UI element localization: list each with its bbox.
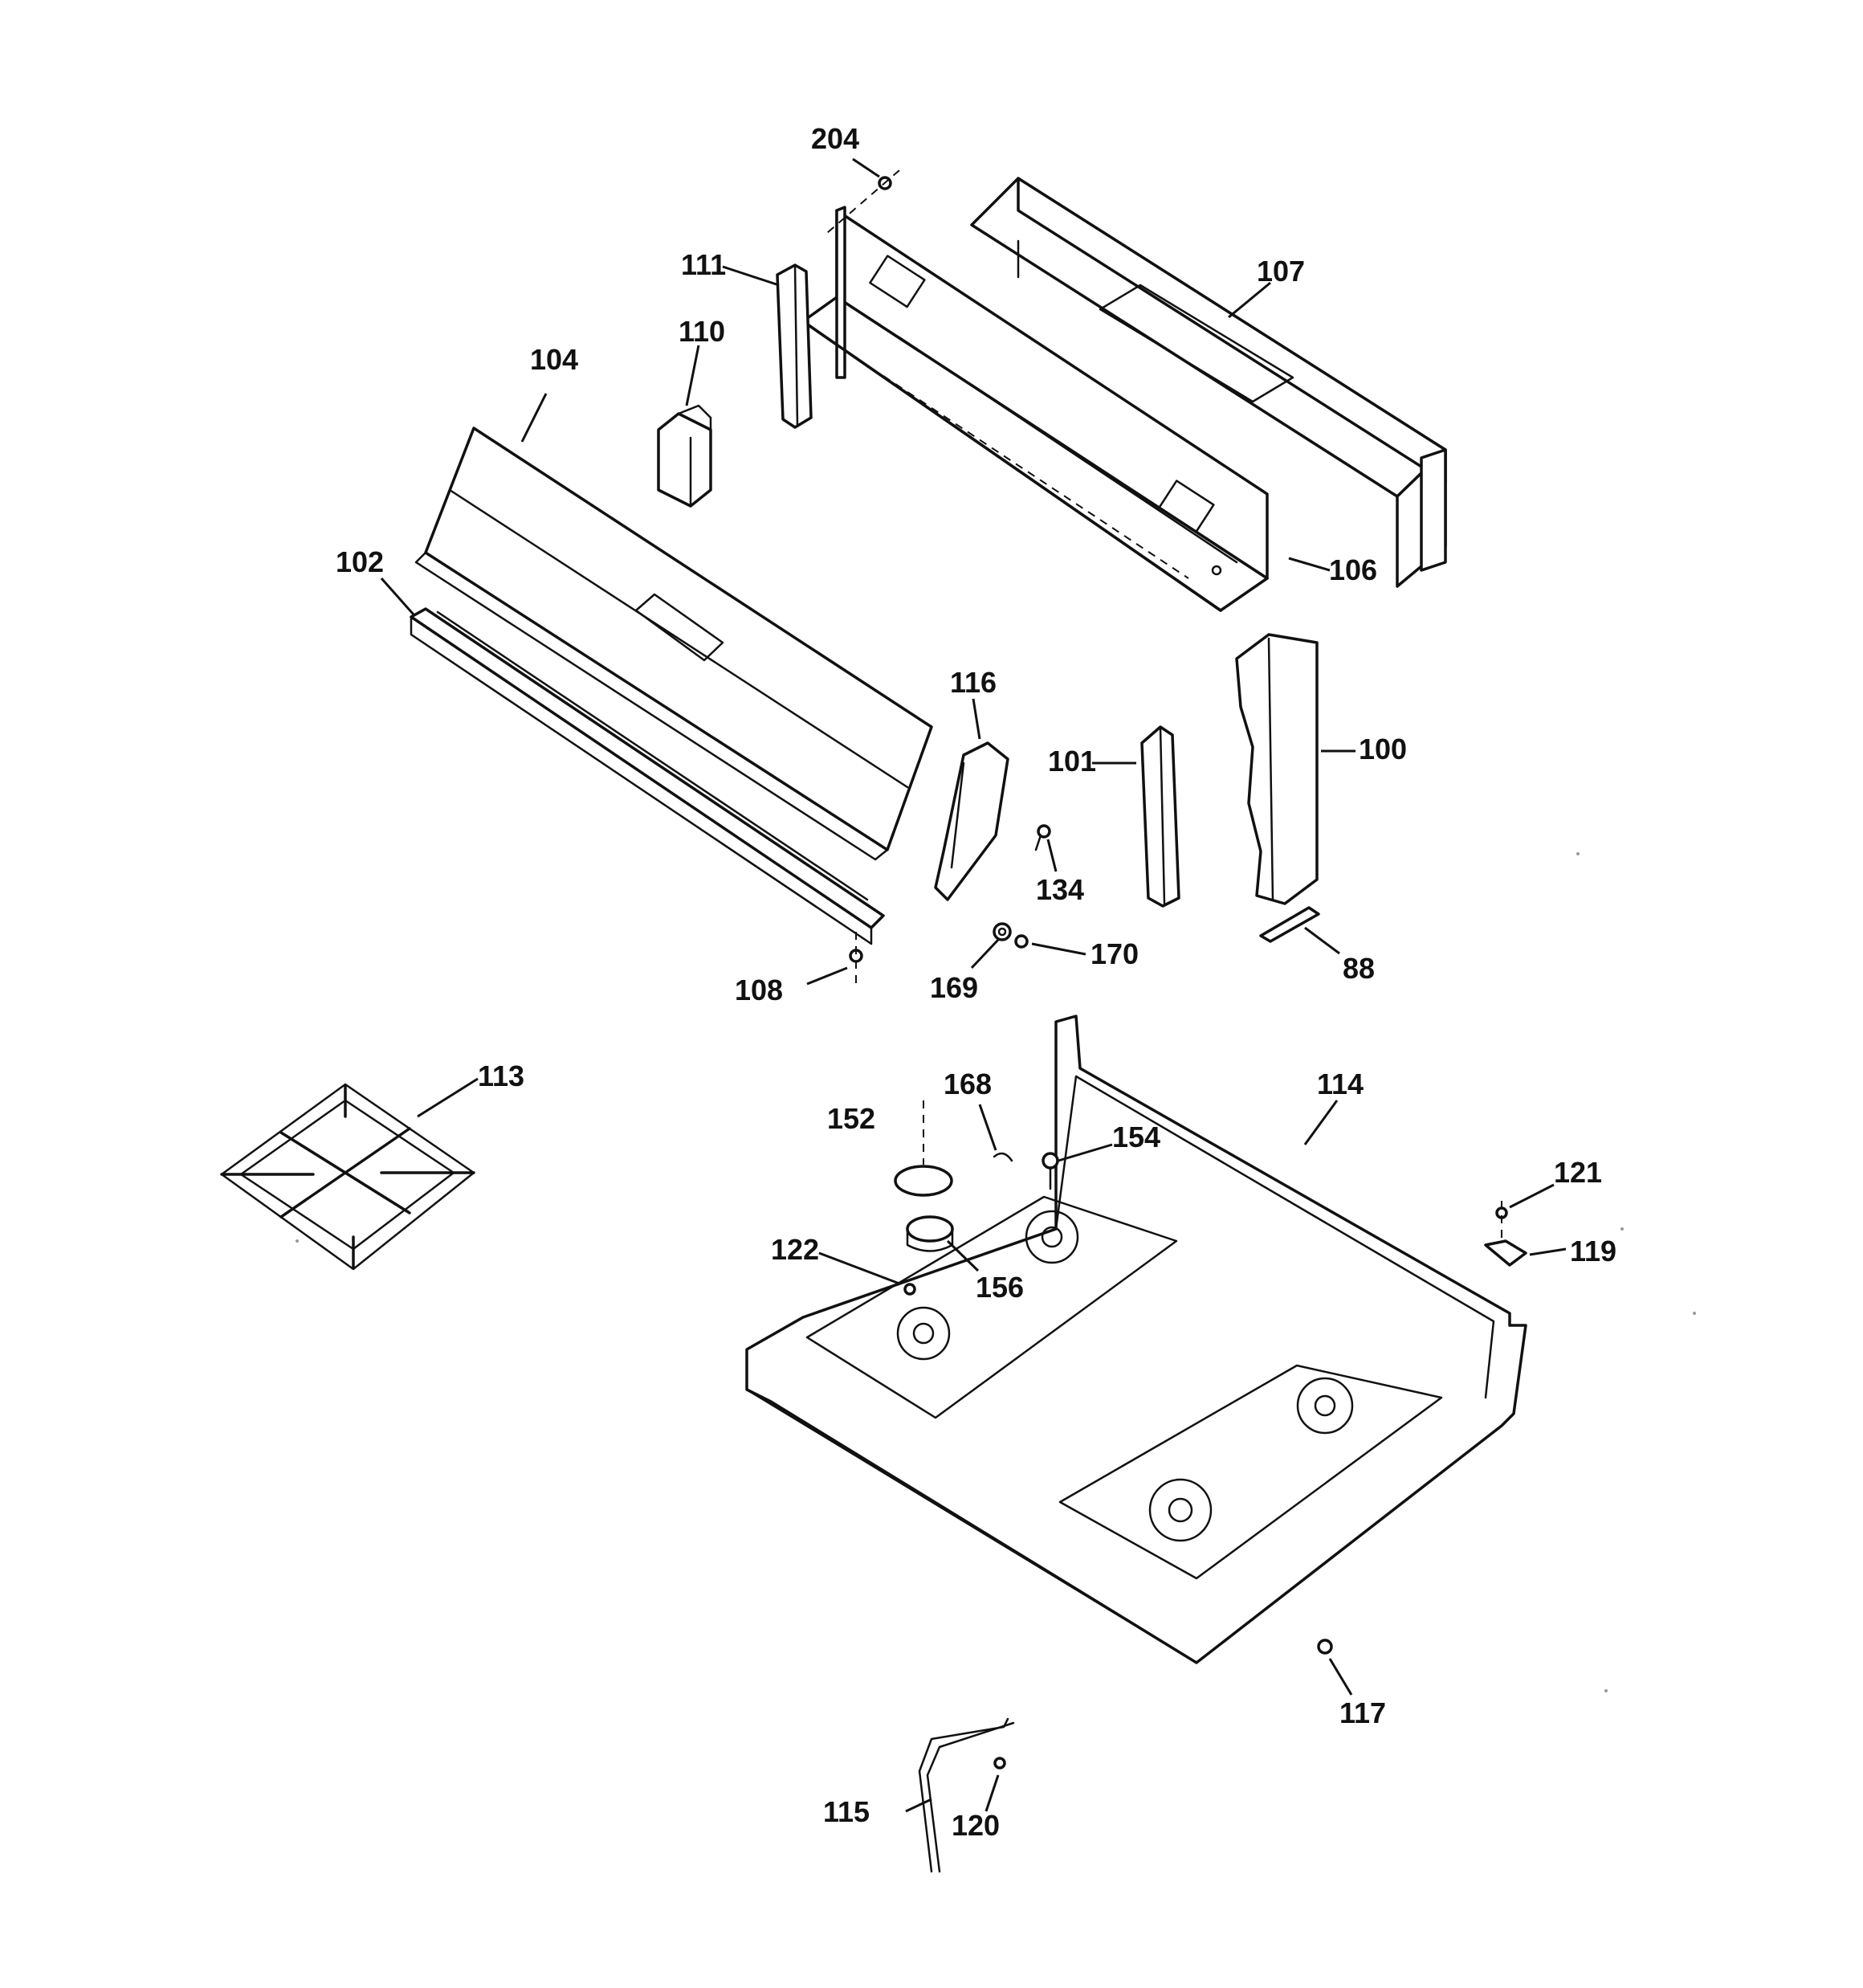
- callout-120: 120: [952, 1809, 1000, 1842]
- callout-116: 116: [950, 666, 997, 699]
- callout-119: 119: [1570, 1235, 1616, 1268]
- part-107-backguard-cover: [970, 177, 1447, 588]
- screw-170: [1014, 934, 1029, 949]
- part-113-burner-grate: [220, 1083, 475, 1271]
- part-104-control-panel: [414, 427, 933, 861]
- callout-labels: 204 107 111 110 104 102 106 116 101 100 …: [336, 122, 1616, 1842]
- callout-170: 170: [1090, 937, 1139, 970]
- callout-113: 113: [478, 1059, 524, 1092]
- part-168-clip: [993, 1152, 1013, 1162]
- part-100-side-panel: [1235, 633, 1319, 905]
- part-102-trim-strip: [410, 607, 885, 945]
- callout-152: 152: [827, 1102, 875, 1135]
- callout-106: 106: [1329, 553, 1377, 586]
- screw-204: [826, 169, 900, 234]
- callout-114: 114: [1317, 1067, 1364, 1100]
- nut-117: [1317, 1639, 1333, 1655]
- callout-169: 169: [930, 971, 978, 1004]
- callout-134: 134: [1036, 873, 1084, 906]
- screw-122: [903, 1283, 916, 1296]
- part-154-orifice: [1042, 1152, 1059, 1190]
- callout-108: 108: [735, 974, 783, 1006]
- part-115-rod: [918, 1717, 1015, 1873]
- washer-169: [993, 922, 1012, 941]
- callout-110: 110: [679, 315, 725, 348]
- leader-lines: [380, 157, 1567, 1813]
- callout-102: 102: [336, 545, 384, 578]
- part-106-backsplash-housing: [801, 206, 1269, 612]
- callout-107: 107: [1257, 255, 1305, 288]
- callout-115: 115: [823, 1795, 870, 1828]
- callout-117: 117: [1339, 1696, 1386, 1729]
- callout-168: 168: [944, 1067, 992, 1100]
- part-111-bracket: [776, 263, 813, 429]
- part-110-switch-module: [657, 404, 712, 508]
- screw-108: [849, 932, 863, 986]
- part-156-burner-head: [906, 1215, 954, 1252]
- screw-121: [1495, 1201, 1508, 1241]
- screw-120: [993, 1757, 1006, 1770]
- callout-111: 111: [681, 248, 726, 281]
- callout-121: 121: [1554, 1156, 1602, 1189]
- part-101-bracket: [1140, 725, 1180, 908]
- callout-204: 204: [811, 122, 859, 155]
- scan-specks: [296, 852, 1696, 1692]
- callout-88: 88: [1343, 952, 1375, 985]
- part-152-burner-cap: [894, 1100, 953, 1197]
- callout-154: 154: [1112, 1121, 1160, 1153]
- callout-101: 101: [1048, 745, 1096, 778]
- part-119-hinge-bracket: [1484, 1239, 1527, 1267]
- callout-104: 104: [530, 343, 578, 376]
- part-116-side-cover: [934, 741, 1009, 901]
- callout-100: 100: [1359, 733, 1407, 765]
- callout-122: 122: [771, 1233, 819, 1266]
- callout-156: 156: [976, 1271, 1024, 1304]
- part-88-small-bracket: [1259, 906, 1320, 943]
- screw-134: [1034, 824, 1051, 851]
